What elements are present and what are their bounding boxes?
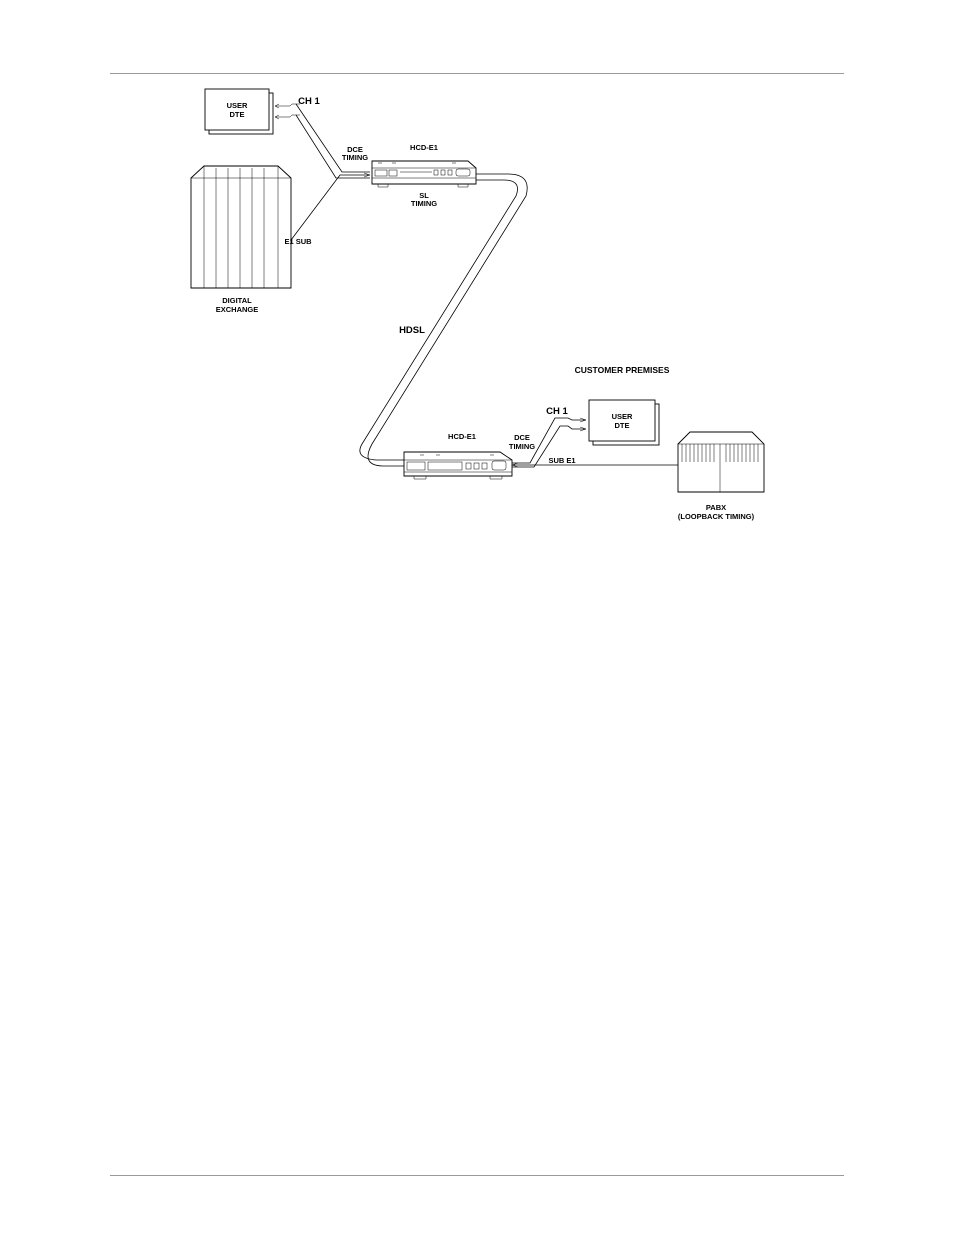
sl-timing-label-2: TIMING xyxy=(411,199,437,208)
sub-e1-link xyxy=(512,463,678,467)
sub-e1-label: SUB E1 xyxy=(548,456,575,465)
user-dte-bottom: USER DTE xyxy=(589,400,659,445)
hcd-e1-top-unit xyxy=(372,161,476,187)
pabx-label-2: (LOOPBACK TIMING) xyxy=(678,512,755,521)
user-dte-bottom-label-2: DTE xyxy=(615,421,630,430)
ch1-top-link xyxy=(275,104,370,178)
dce-timing-top-label-2: TIMING xyxy=(342,153,368,162)
ch1-bottom-label: CH 1 xyxy=(546,406,568,417)
digital-exchange-label-2: EXCHANGE xyxy=(216,305,259,314)
hdsl-label: HDSL xyxy=(399,325,425,336)
hdsl-line xyxy=(360,174,527,466)
digital-exchange-label-1: DIGITAL xyxy=(222,296,252,305)
e1-sub-link xyxy=(291,173,370,240)
dce-timing-bottom-label-2: TIMING xyxy=(509,442,535,451)
user-dte-top-label-1: USER xyxy=(227,101,248,110)
dce-timing-bottom-label-1: DCE xyxy=(514,433,530,442)
user-dte-bottom-label-1: USER xyxy=(612,412,633,421)
hcd-e1-bottom-label: HCD-E1 xyxy=(448,432,476,441)
hcd-e1-bottom-unit xyxy=(404,452,512,479)
hcd-e1-top-label: HCD-E1 xyxy=(410,143,438,152)
pabx xyxy=(678,432,764,492)
digital-exchange xyxy=(191,166,291,288)
ch1-top-label: CH 1 xyxy=(298,96,320,107)
user-dte-top-label-2: DTE xyxy=(230,110,245,119)
customer-premises-label: CUSTOMER PREMISES xyxy=(575,365,670,375)
user-dte-top: USER DTE xyxy=(205,89,273,134)
e1-sub-label: E1 SUB xyxy=(284,237,312,246)
pabx-label-1: PABX xyxy=(706,503,726,512)
